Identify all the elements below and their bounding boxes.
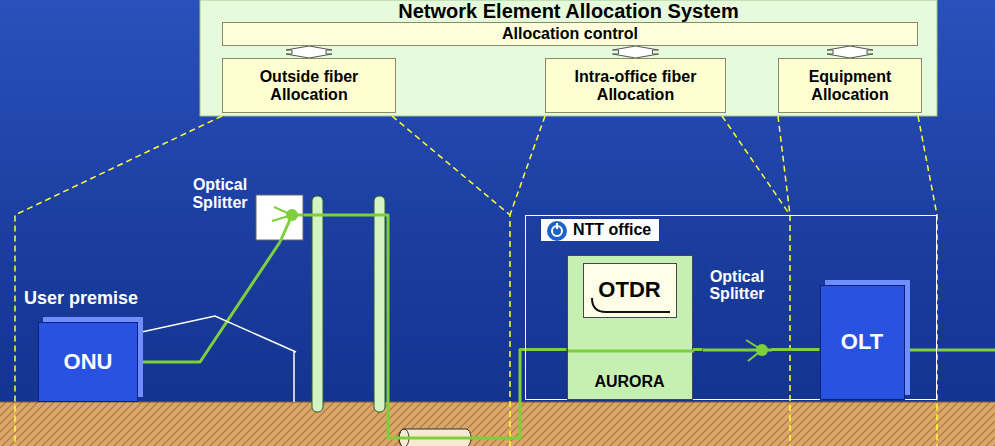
optical-splitter: Optical Splitter	[703, 268, 772, 360]
splitter-housing	[256, 195, 303, 240]
company-logo	[546, 220, 568, 242]
scope-dash	[918, 116, 937, 446]
optical-fiber	[303, 215, 567, 438]
utility-pole	[374, 196, 385, 412]
olt-box: OLT	[820, 285, 905, 400]
house-wall	[293, 351, 295, 402]
splitter-dot	[756, 344, 768, 356]
logo-mark	[556, 223, 558, 229]
optical-fiber	[138, 242, 280, 362]
node-label: Allocation control	[496, 25, 644, 43]
node-label: OLT	[835, 330, 889, 355]
aurora-box: AURORA OTDR	[567, 255, 693, 400]
optical-fiber	[772, 348, 820, 351]
node-label: Intra-office fiber Allocation	[546, 68, 725, 104]
system-panel-box: Network Element Allocation SystemAllocat…	[200, 0, 937, 116]
ground-line	[0, 402, 995, 403]
system-panel	[200, 0, 937, 116]
scope-dash	[15, 116, 222, 446]
node-label: OTDR	[592, 278, 666, 303]
hollow-double-arrow	[827, 46, 873, 58]
fiber-out	[905, 349, 995, 352]
node-label: Optical Splitter	[703, 268, 772, 304]
hollow-double-arrow	[613, 46, 659, 58]
hollow-double-arrow	[286, 46, 332, 58]
utility-pole	[312, 196, 323, 412]
scope-dashes	[15, 116, 937, 446]
scope-dash	[392, 116, 510, 446]
node-label: Network Element Allocation System	[200, 0, 937, 22]
node-label: Optical Splitter	[186, 176, 254, 212]
fiber-through	[568, 349, 694, 352]
optical-fiber	[693, 348, 703, 351]
user-premise: User premiseONU	[20, 288, 296, 402]
node-label: AURORA	[568, 373, 692, 391]
scope-dash	[510, 116, 545, 215]
splitter-dot	[286, 209, 298, 221]
office-outline: NTT officeAURORA OTDR Optical SplitterOLT	[525, 215, 937, 400]
node-label: User premise	[24, 288, 138, 308]
control-bar: Allocation control	[222, 22, 918, 46]
allocation-box: Outside fiber Allocation	[222, 58, 396, 113]
node-label: ONU	[58, 350, 119, 375]
allocation-box: Equipment Allocation	[778, 58, 922, 113]
optical-splitter: Optical Splitter	[186, 176, 303, 242]
scope-dash	[778, 116, 790, 215]
otdr-box: OTDR	[583, 263, 677, 318]
allocation-box: Intra-office fiber Allocation	[545, 58, 726, 113]
node-label: Equipment Allocation	[779, 68, 921, 104]
onu-box: ONU	[38, 322, 138, 402]
logo-disc	[547, 221, 567, 241]
label-patch: NTT office	[540, 218, 660, 242]
node-label: Outside fiber Allocation	[223, 68, 395, 104]
node-label: NTT office	[573, 221, 651, 238]
